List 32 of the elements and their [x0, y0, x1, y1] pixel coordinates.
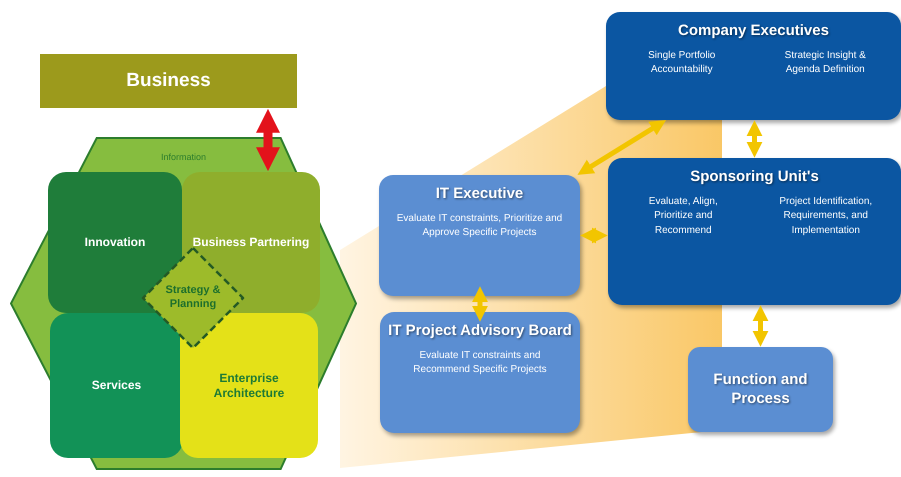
- box-title: IT Executive: [436, 185, 524, 204]
- box-title: IT Project Advisory Board: [388, 322, 572, 341]
- box-label: Services: [90, 378, 142, 393]
- box-description: Evaluate IT constraints and Recommend Specific Projects: [412, 348, 548, 378]
- title-bar: [40, 54, 297, 108]
- double-arrow: [746, 120, 762, 158]
- box-title: Company Executives: [678, 22, 829, 41]
- rounded-box: [180, 313, 318, 458]
- double-arrow: [577, 120, 666, 175]
- process-box: [380, 312, 580, 433]
- box-title: Function and Process: [712, 370, 809, 408]
- rounded-box: [50, 313, 183, 458]
- process-box: [608, 158, 901, 305]
- box-description: Strategic Insight & Agenda Definition: [784, 48, 867, 78]
- double-arrow: [752, 305, 768, 347]
- box-description: Evaluate, Align, Prioritize and Recommend: [648, 194, 719, 238]
- process-box: [379, 175, 580, 296]
- box-title: Sponsoring Unit's: [690, 168, 819, 187]
- hexagon-label: Information: [160, 151, 206, 164]
- box-label: Enterprise Architecture: [212, 370, 286, 400]
- box-description: Single Portfolio Accountability: [647, 48, 716, 78]
- process-box: [688, 347, 833, 432]
- process-box: [606, 12, 901, 120]
- box-label: Innovation: [84, 235, 146, 250]
- box-label: Business: [125, 69, 212, 93]
- double-arrow: [256, 108, 280, 172]
- double-arrow: [580, 228, 608, 244]
- box-description: Project Identification, Requirements, and Implementation: [778, 194, 874, 238]
- box-label: Business Partnering: [192, 235, 310, 250]
- double-arrow: [472, 286, 488, 322]
- box-description: Evaluate IT constraints, Prioritize and Approve Specific Projects: [396, 212, 564, 240]
- diamond-label: Strategy & Planning: [164, 284, 222, 312]
